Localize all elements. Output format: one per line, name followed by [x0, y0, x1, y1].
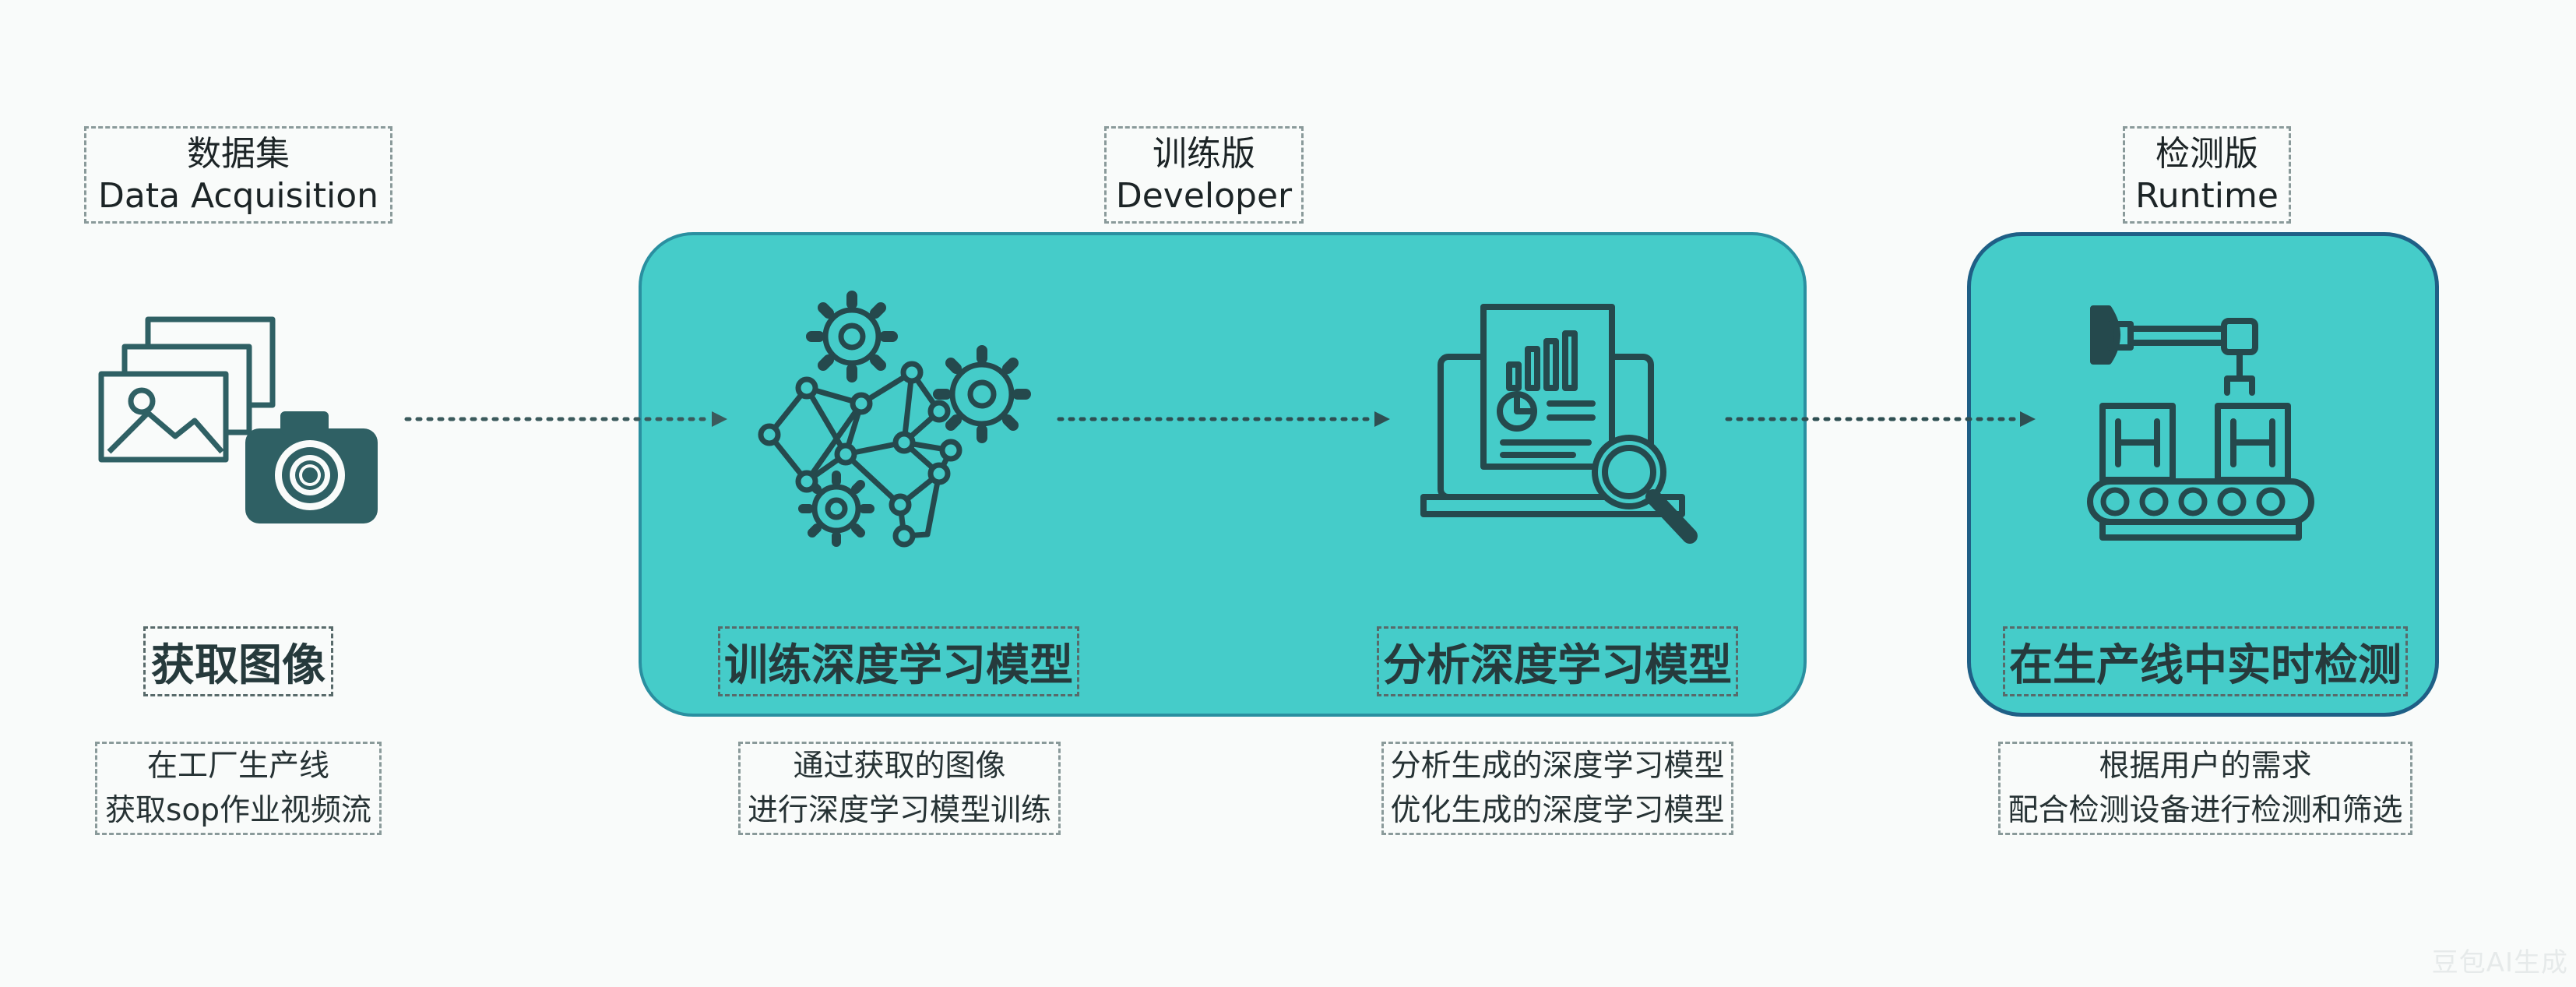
dataset-desc: 在工厂生产线 获取sop作业视频流: [95, 742, 382, 835]
runtime-desc-line2: 配合检测设备进行检测和筛选: [2008, 793, 2403, 828]
analyze-caption: 分析深度学习模型: [1377, 626, 1738, 696]
developer-tag: 训练版 Developer: [1104, 126, 1304, 224]
dataset-caption: 获取图像: [143, 626, 333, 696]
runtime-desc: 根据用户的需求 配合检测设备进行检测和筛选: [1998, 742, 2412, 835]
analyze-desc: 分析生成的深度学习模型 优化生成的深度学习模型: [1381, 742, 1733, 835]
developer-tag-cn: 训练版: [1153, 133, 1255, 174]
train-desc-line1: 通过获取的图像: [793, 749, 1006, 784]
watermark: 豆包AI生成: [2431, 947, 2568, 978]
runtime-caption: 在生产线中实时检测: [2003, 626, 2408, 696]
train-desc: 通过获取的图像 进行深度学习模型训练: [738, 742, 1061, 835]
images-icon: [98, 316, 276, 463]
flow-arrow-3: [1725, 411, 2036, 427]
flow-arrow-1: [404, 411, 727, 427]
flow-arrow-2: [1057, 411, 1390, 427]
gears-network-icon: [758, 291, 1031, 548]
laptop-report-magnifier-icon: [1420, 304, 1698, 544]
analyze-desc-line1: 分析生成的深度学习模型: [1390, 749, 1725, 784]
runtime-tag-en: Runtime: [2135, 175, 2279, 216]
dataset-desc-line2: 获取sop作业视频流: [105, 793, 371, 828]
camera-icon: [245, 411, 378, 523]
dataset-desc-line1: 在工厂生产线: [146, 749, 329, 784]
train-desc-line2: 进行深度学习模型训练: [747, 793, 1051, 828]
runtime-desc-line1: 根据用户的需求: [2099, 749, 2312, 784]
images-camera-icon: [98, 316, 378, 523]
runtime-tag: 检测版 Runtime: [2123, 126, 2291, 224]
developer-tag-en: Developer: [1115, 175, 1293, 216]
dataset-tag: 数据集 Data Acquisition: [84, 126, 392, 224]
runtime-panel: [1967, 232, 2439, 717]
dataset-tag-cn: 数据集: [187, 133, 290, 174]
analyze-desc-line2: 优化生成的深度学习模型: [1390, 793, 1725, 828]
train-caption: 训练深度学习模型: [718, 626, 1079, 696]
dataset-tag-en: Data Acquisition: [97, 175, 379, 216]
robot-arm-conveyor-icon: [2087, 305, 2314, 541]
runtime-tag-cn: 检测版: [2155, 133, 2258, 174]
